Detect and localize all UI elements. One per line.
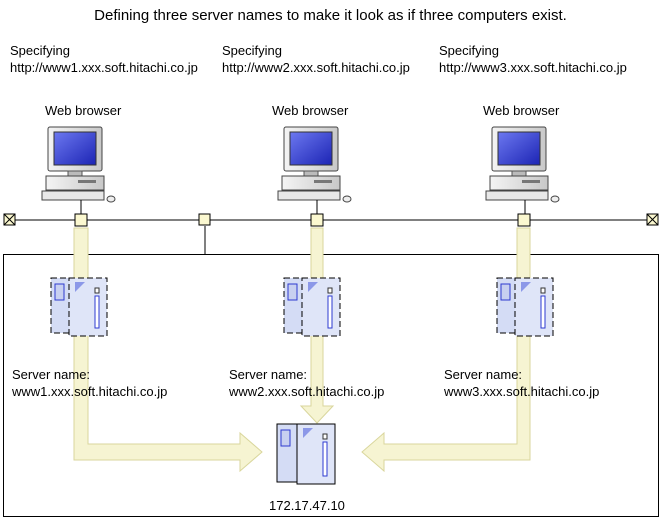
host-network-node [198, 213, 211, 226]
client-1-device-label: Web browser [45, 103, 122, 118]
virtual-server-1 [50, 277, 108, 337]
virtual-server-1-name: www1.xxx.soft.hitachi.co.jp [12, 384, 168, 399]
virtual-server-2-name: www2.xxx.soft.hitachi.co.jp [229, 384, 385, 399]
virtual-server-3-label: Server name: www3.xxx.soft.hitachi.co.jp [444, 366, 599, 400]
client-1-network-node [74, 213, 88, 227]
virtual-server-2-label: Server name: www2.xxx.soft.hitachi.co.jp [229, 366, 384, 400]
virtual-server-2-caption: Server name: [229, 367, 308, 382]
client-3-specifying-label: Specifying [439, 43, 499, 58]
virtual-server-1-caption: Server name: [12, 367, 91, 382]
client-2-network-node [310, 213, 324, 227]
virtual-server-1-label: Server name: www1.xxx.soft.hitachi.co.jp [12, 366, 167, 400]
virtual-server-3-name: www3.xxx.soft.hitachi.co.jp [444, 384, 600, 399]
client-2-spec: Specifying http://www2.xxx.soft.hitachi.… [222, 42, 410, 76]
network-terminator-left [3, 213, 16, 226]
client-1-spec: Specifying http://www1.xxx.soft.hitachi.… [10, 42, 198, 76]
virtual-server-3-caption: Server name: [444, 367, 523, 382]
client-3-spec: Specifying http://www3.xxx.soft.hitachi.… [439, 42, 627, 76]
client-3-device-label: Web browser [483, 103, 560, 118]
physical-server-ip: 172.17.47.10 [269, 498, 345, 513]
client-2-url: http://www2.xxx.soft.hitachi.co.jp [222, 60, 410, 75]
client-3-url: http://www3.xxx.soft.hitachi.co.jp [439, 60, 627, 75]
physical-server [276, 423, 336, 485]
virtual-server-3 [496, 277, 554, 337]
web-browser-computer-2 [277, 126, 352, 203]
web-browser-computer-3 [485, 126, 560, 203]
network-terminator-right [646, 213, 659, 226]
client-1-url: http://www1.xxx.soft.hitachi.co.jp [10, 60, 198, 75]
client-2-device-label: Web browser [272, 103, 349, 118]
diagram-title: Defining three server names to make it l… [94, 7, 567, 24]
host-machine-box [3, 254, 659, 517]
client-1-specifying-label: Specifying [10, 43, 70, 58]
virtual-server-2 [283, 277, 341, 337]
web-browser-computer-1 [41, 126, 116, 203]
client-3-network-node [517, 213, 531, 227]
flow-arrow-1 [73, 227, 263, 473]
client-2-specifying-label: Specifying [222, 43, 282, 58]
flow-arrow-3 [361, 227, 531, 473]
client-links [80, 200, 526, 214]
